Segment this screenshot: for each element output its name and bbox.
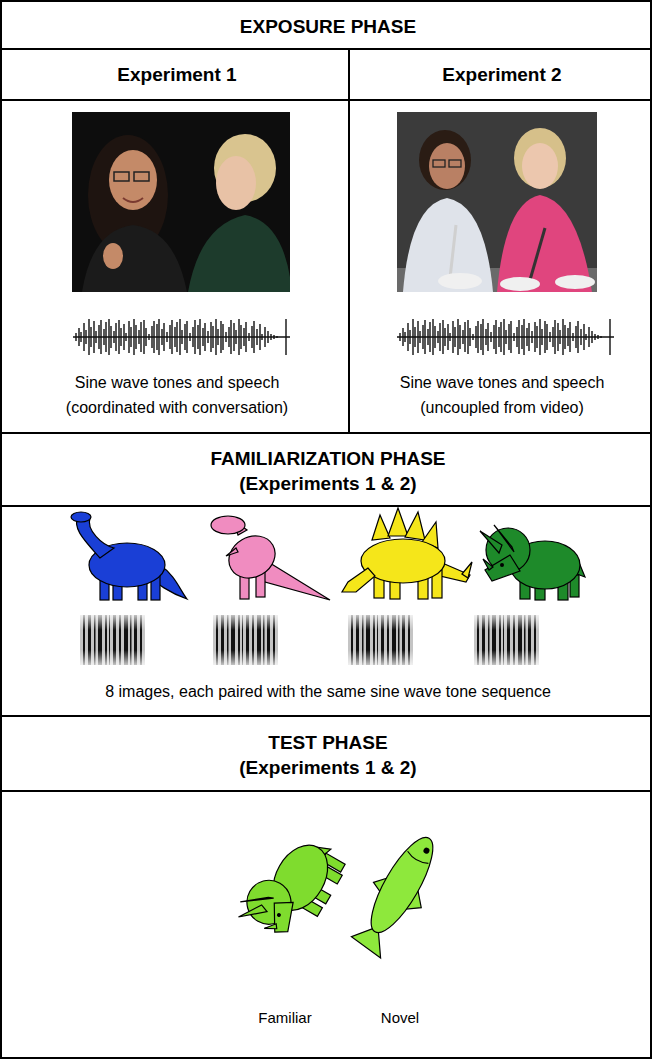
phase-title: TEST PHASE (Experiments 1 & 2) — [228, 730, 428, 780]
audio-caption: Sine wave tones and speech (uncoupled fr… — [360, 370, 644, 420]
phase-header: EXPOSURE PHASE — [0, 0, 652, 50]
waveform — [73, 319, 290, 355]
audio-caption: Sine wave tones and speech (coordinated … — [34, 370, 320, 420]
stimulus-label: Familiar — [235, 1008, 335, 1028]
video-still-activity — [397, 112, 597, 292]
experiment-title: Experiment 2 — [350, 63, 652, 87]
tone-spectrogram — [213, 615, 278, 665]
test-panel: Familiar Novel — [0, 790, 652, 1059]
brontosaurus-image — [71, 512, 187, 600]
stegosaurus-image — [342, 508, 472, 599]
familiarization-caption: 8 images, each paired with the same sine… — [22, 681, 634, 703]
novel-fish-image — [342, 825, 453, 963]
tone-spectrogram — [348, 615, 413, 665]
phase-title: FAMILIARIZATION PHASE (Experiments 1 & 2… — [178, 446, 478, 496]
familiarization-panel: 8 images, each paired with the same sine… — [0, 505, 652, 717]
experiment-panel: Experiment 1 Sine wave tones and speech (… — [0, 48, 350, 434]
phase-header: FAMILIARIZATION PHASE (Experiments 1 & 2… — [0, 432, 652, 507]
trex-image — [211, 516, 330, 600]
video-still-conversation — [72, 112, 290, 292]
triceratops-image — [480, 525, 585, 600]
phase-title: EXPOSURE PHASE — [2, 15, 652, 39]
row-divider — [0, 99, 652, 101]
phase-header: TEST PHASE (Experiments 1 & 2) — [0, 715, 652, 792]
tone-spectrogram — [80, 615, 145, 665]
stimulus-label: Novel — [350, 1008, 450, 1028]
tone-spectrogram — [474, 615, 539, 665]
familiar-triceratops-image — [233, 823, 350, 951]
experiment-title: Experiment 1 — [2, 63, 352, 87]
experiment-panel: Experiment 2 Sine wave tones and speech (… — [348, 48, 652, 434]
waveform — [397, 319, 614, 355]
